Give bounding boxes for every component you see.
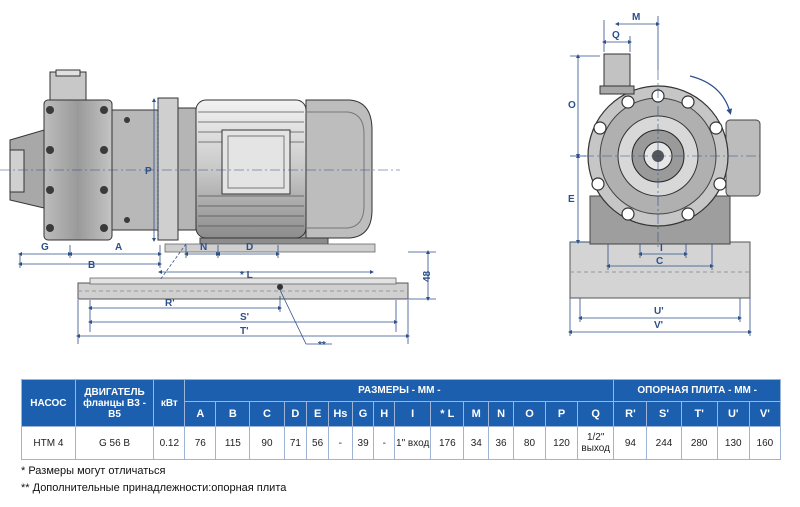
- front-view: M Q O E I C U' V': [568, 12, 761, 336]
- fan-cover: [305, 99, 373, 239]
- motor-flange: [157, 97, 179, 241]
- cell-dim-N: 36: [488, 426, 514, 460]
- label-V: V': [654, 320, 663, 331]
- cell-plate-U: 130: [716, 426, 750, 460]
- cell-motor: G 56 B: [74, 426, 155, 460]
- label-D: D: [246, 242, 253, 253]
- label-R: R': [165, 298, 175, 309]
- header-dim-M: M: [463, 401, 490, 427]
- label-I: I: [660, 243, 663, 254]
- header-dimensions: РАЗМЕРЫ - ММ -: [184, 379, 615, 402]
- header-motor: ДВИГАТЕЛЬ фланцы B3 - B5: [74, 379, 155, 427]
- header-dim-N: N: [488, 401, 514, 427]
- header-dim-H: H: [373, 401, 396, 427]
- terminal-box: [221, 129, 291, 195]
- cell-dim-Hs: -: [327, 426, 353, 460]
- label-A: A: [115, 242, 122, 253]
- front-base-plate: [569, 241, 751, 299]
- header-dim-D: D: [283, 401, 308, 427]
- cell-dim-E: 56: [306, 426, 329, 460]
- footnotes: * Размеры могут отличаться ** Дополнител…: [21, 463, 286, 497]
- header-plate-R: R': [613, 401, 648, 427]
- cell-dim-P: 120: [544, 426, 579, 460]
- label-N: N: [200, 242, 207, 253]
- cell-dim-G: 39: [351, 426, 375, 460]
- header-dim-I: I: [394, 401, 432, 427]
- header-dim-B: B: [215, 401, 251, 427]
- front-discharge: [603, 53, 631, 89]
- label-C: C: [656, 256, 663, 267]
- label-O: O: [568, 100, 576, 111]
- cell-dim-M: 34: [463, 426, 490, 460]
- header-plate-U: U': [716, 401, 750, 427]
- table-row: HTM 4 G 56 B 0.12 76 115 90 71 56 - 39 -…: [21, 426, 782, 460]
- label-accessory: **: [318, 340, 326, 351]
- label-P: P: [145, 166, 152, 177]
- header-dim-L: * L: [430, 401, 465, 427]
- label-U: U': [654, 306, 664, 317]
- footnote-accessories: ** Дополнительные принадлежности:опорная…: [21, 482, 287, 494]
- spec-table: НАСОС ДВИГАТЕЛЬ фланцы B3 - B5 кВт РАЗМЕ…: [21, 379, 782, 460]
- header-dim-Q: Q: [577, 401, 615, 427]
- header-pump: НАСОС: [21, 379, 76, 427]
- label-T: T': [240, 326, 249, 337]
- cell-plate-S: 244: [646, 426, 682, 460]
- label-48: 48: [422, 270, 433, 282]
- technical-drawing: G A B N D P * L R' S' T' 48 **: [0, 12, 761, 351]
- header-plate-V: V': [748, 401, 782, 427]
- header-dim-A: A: [184, 401, 217, 427]
- header-dim-P: P: [544, 401, 579, 427]
- label-M: M: [632, 12, 640, 23]
- header-dim-C: C: [249, 401, 285, 427]
- label-G: G: [41, 242, 49, 253]
- label-Q: Q: [612, 30, 620, 41]
- cell-dim-O: 80: [512, 426, 546, 460]
- header-dim-Hs: Hs: [327, 401, 353, 427]
- side-view: G A B N D P * L R' S' T' 48 **: [0, 69, 436, 351]
- cell-plate-T: 280: [680, 426, 718, 460]
- label-E: E: [568, 194, 575, 205]
- cell-dim-B: 115: [215, 426, 251, 460]
- cell-dim-C: 90: [249, 426, 285, 460]
- cell-kw: 0.12: [153, 426, 186, 460]
- header-kw: кВт: [153, 379, 186, 427]
- cell-dim-D: 71: [283, 426, 308, 460]
- cell-dim-Q: 1/2" выход: [577, 426, 615, 460]
- cell-plate-V: 160: [748, 426, 782, 460]
- header-plate-S: S': [646, 401, 682, 427]
- cell-dim-H: -: [373, 426, 396, 460]
- cell-dim-I: 1" вход: [394, 426, 432, 460]
- label-S: S': [240, 312, 249, 323]
- cell-dim-L: 176: [430, 426, 465, 460]
- header-base-plate: ОПОРНАЯ ПЛИТА - ММ -: [613, 379, 781, 402]
- cell-dim-A: 76: [184, 426, 217, 460]
- header-dim-O: O: [512, 401, 546, 427]
- label-B: B: [88, 260, 95, 271]
- header-dim-G: G: [351, 401, 375, 427]
- label-L: * L: [240, 270, 253, 281]
- header-dim-E: E: [306, 401, 329, 427]
- cell-pump: HTM 4: [21, 426, 76, 460]
- cell-plate-R: 94: [613, 426, 648, 460]
- footnote-sizes: * Размеры могут отличаться: [21, 465, 166, 477]
- header-plate-T: T': [680, 401, 718, 427]
- accessory-bolt: [277, 284, 283, 290]
